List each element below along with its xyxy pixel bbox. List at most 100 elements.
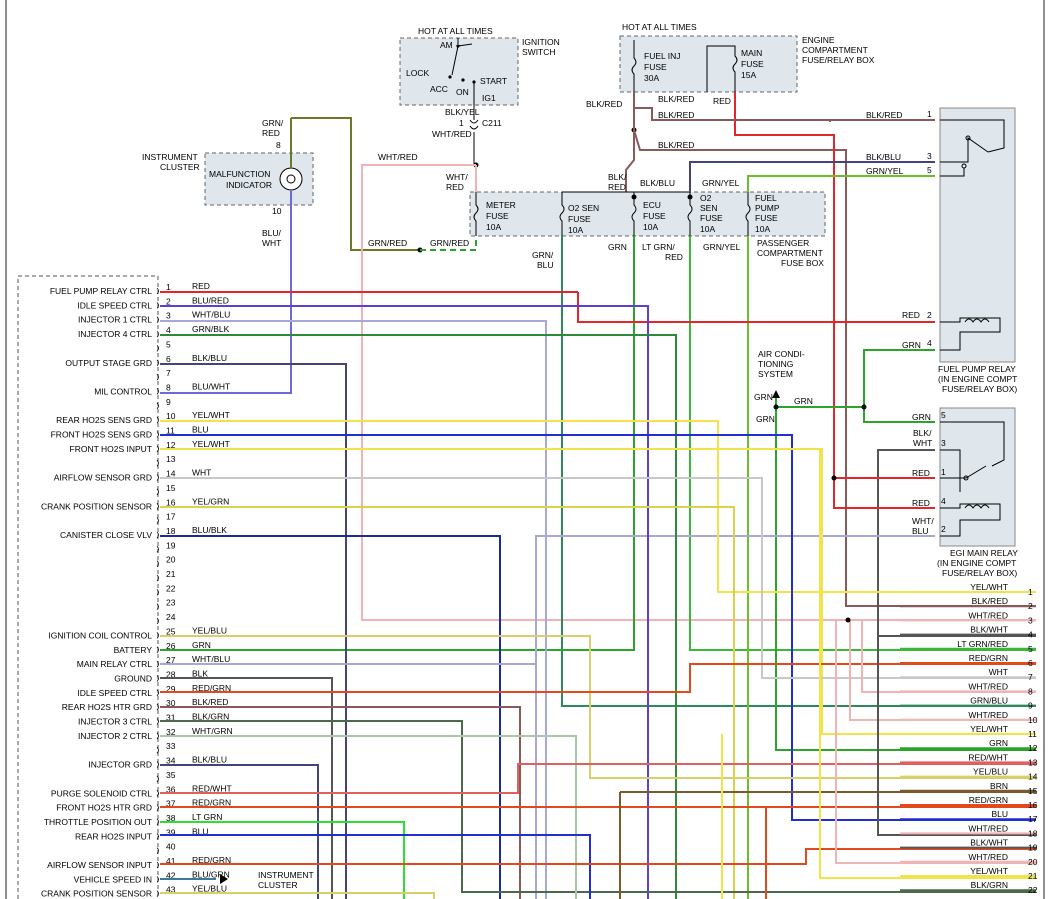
- fuel-pump-relay-box: [939, 107, 1016, 363]
- ecm-pin-terminal: [156, 603, 159, 610]
- cluster-title-2: CLUSTER: [160, 162, 200, 172]
- ecm-pin-name: BATTERY: [114, 645, 153, 655]
- arrow-up-icon: [772, 390, 780, 398]
- ecm-pin-number: 24: [166, 612, 176, 622]
- ecm-pin-name: CANISTER CLOSE VLV: [60, 530, 152, 540]
- engine-fuse-relay-box: HOT AT ALL TIMES ENGINE COMPARTMENT FUSE…: [619, 22, 875, 93]
- fuel-pump-relay-title: FUEL PUMP RELAY: [938, 364, 1016, 374]
- ecm-pin-number: 18: [166, 526, 176, 536]
- wire-label: BLK/RED: [866, 110, 902, 120]
- passenger-box-title-3: FUSE BOX: [781, 258, 824, 268]
- ecm-pin-terminal: [156, 416, 159, 424]
- ecm-pin-name: IGNITION COIL CONTROL: [48, 630, 152, 640]
- ecm-pin-terminal: [156, 560, 159, 567]
- ecm-pin-number: 12: [166, 440, 176, 450]
- ecm-pin-name: REAR HO2S HTR GRD: [62, 702, 152, 712]
- wire-label: WHT/: [446, 172, 468, 182]
- harness-wire-number: 13: [1028, 757, 1038, 767]
- ecm-wire-label: BLK/GRN: [192, 712, 229, 722]
- ecm-pin-number: 42: [166, 870, 176, 880]
- wire-label: GRN/YEL: [702, 178, 740, 188]
- ecm-wire-label: WHT/GRN: [192, 726, 233, 736]
- harness-wire-label: GRN: [989, 738, 1008, 748]
- ecm-pin-terminal: [156, 373, 159, 381]
- ecm-pin-number: 22: [166, 583, 176, 593]
- harness-wire-number: 6: [1028, 658, 1033, 668]
- ecm-pin-terminal: [156, 617, 159, 625]
- ecm-pin-terminal: [156, 746, 159, 754]
- ecm-pin-terminal: [156, 890, 159, 897]
- ecm-pin-number: 6: [166, 354, 171, 364]
- ecm-wire-label: WHT/BLU: [192, 654, 230, 664]
- o2-sen-fuse-rating: 10A: [568, 225, 583, 235]
- harness-wire-label: BLK/GRN: [971, 880, 1008, 890]
- ecm-pin-name: REAR HO2S SENS GRD: [56, 415, 152, 425]
- ecm-pin-name: INJECTOR 2 CTRL: [78, 731, 152, 741]
- ecm-pin-number: 43: [166, 885, 176, 895]
- egi-main-relay-box: [939, 407, 1016, 547]
- wire-label: GRN: [608, 242, 627, 252]
- ecm-wire-label: YEL/BLU: [192, 625, 227, 635]
- meter-fuse-label: FUSE: [486, 211, 509, 221]
- c211-label: C211: [482, 118, 502, 128]
- ecm-pin-number: 17: [166, 512, 176, 522]
- wire-label: GRN/YEL: [866, 166, 904, 176]
- wire-label: BLK/RED: [658, 94, 694, 104]
- fuse-symbols: [473, 192, 751, 236]
- cluster-ref-label-2: CLUSTER: [258, 880, 298, 890]
- fuel-pump-relay-title-3: FUSE/RELAY BOX): [942, 384, 1017, 394]
- arrow-right-icon: [220, 874, 228, 884]
- engine-fuse-box-rect: [619, 35, 798, 93]
- wire-label: RED: [912, 498, 930, 508]
- wire-blk-yel-label: BLK/YEL: [445, 107, 480, 117]
- wire-label: BLK/: [608, 172, 627, 182]
- ecm-pin-name: FRONT HO2S INPUT: [70, 444, 153, 454]
- ecm-pin-terminal: [156, 503, 159, 510]
- harness-wire-number: 14: [1028, 772, 1038, 782]
- ecm-wire-label: BLK: [192, 669, 208, 679]
- fuel-inj-fuse-symbol: [631, 40, 637, 92]
- wire-label: BLU: [537, 260, 554, 270]
- harness-wire-label: YEL/WHT: [970, 724, 1008, 734]
- ecm-wire-label: RED: [192, 281, 210, 291]
- o2-sen-fuse-label: FUSE: [568, 214, 591, 224]
- egi-main-relay: GRN BLK/ WHT RED RED WHT/ BLU 5 3 1 4 2 …: [535, 407, 1036, 899]
- wire-label: BLU/: [262, 228, 282, 238]
- ecm-pin-terminal: [156, 703, 159, 711]
- ecm-pin-number: 16: [166, 497, 176, 507]
- ecm-wire-label: RED/GRN: [192, 683, 231, 693]
- fuel-pump-relay-title-2: (IN ENGINE COMPT: [938, 374, 1017, 384]
- ecu-fuse-label: FUSE: [643, 211, 666, 221]
- harness-wire-number: 4: [1028, 630, 1033, 640]
- ecm-pin-number: 28: [166, 670, 176, 680]
- ecm-pin-number: 4: [166, 325, 171, 335]
- instrument-cluster: INSTRUMENT CLUSTER MALFUNCTION INDICATOR…: [142, 117, 477, 394]
- ecm-pin-terminal: [156, 689, 159, 697]
- fuel-pump-fuse-label: PUMP: [755, 203, 780, 213]
- harness-wire-label: LT GRN/RED: [957, 639, 1008, 649]
- ecm-pin-name: IDLE SPEED CTRL: [77, 688, 152, 698]
- ignition-acc: ACC: [430, 84, 448, 94]
- ecm-pin-number: 27: [166, 655, 176, 665]
- c211-pin: 1: [459, 118, 464, 128]
- ecm-pin-terminal: [156, 388, 159, 395]
- wht-red-feed: WHT/RED WHT/ RED: [361, 132, 1036, 621]
- ecm-pin-number: 38: [166, 813, 176, 823]
- harness-wire-label: BLK/RED: [972, 596, 1008, 606]
- wire-blu-wht: [160, 190, 292, 394]
- egi-relay-title: EGI MAIN RELAY: [950, 548, 1018, 558]
- o2-sen-fuse-label: O2 SEN: [568, 203, 599, 213]
- ecm-pin-terminal: [156, 302, 159, 309]
- ecm-pin-number: 10: [166, 411, 176, 421]
- ecm-pin-number: 14: [166, 469, 176, 479]
- wire-grn-yel-relay: [747, 175, 935, 192]
- wire-label: WHT/: [912, 516, 934, 526]
- o2-fuse-label: O2: [700, 193, 712, 203]
- ecm-pin-terminal: [156, 574, 159, 582]
- ac-system-label: TIONING: [758, 359, 793, 369]
- mil-label-2: INDICATOR: [226, 180, 272, 190]
- ecm-wire-label: BLU: [192, 425, 209, 435]
